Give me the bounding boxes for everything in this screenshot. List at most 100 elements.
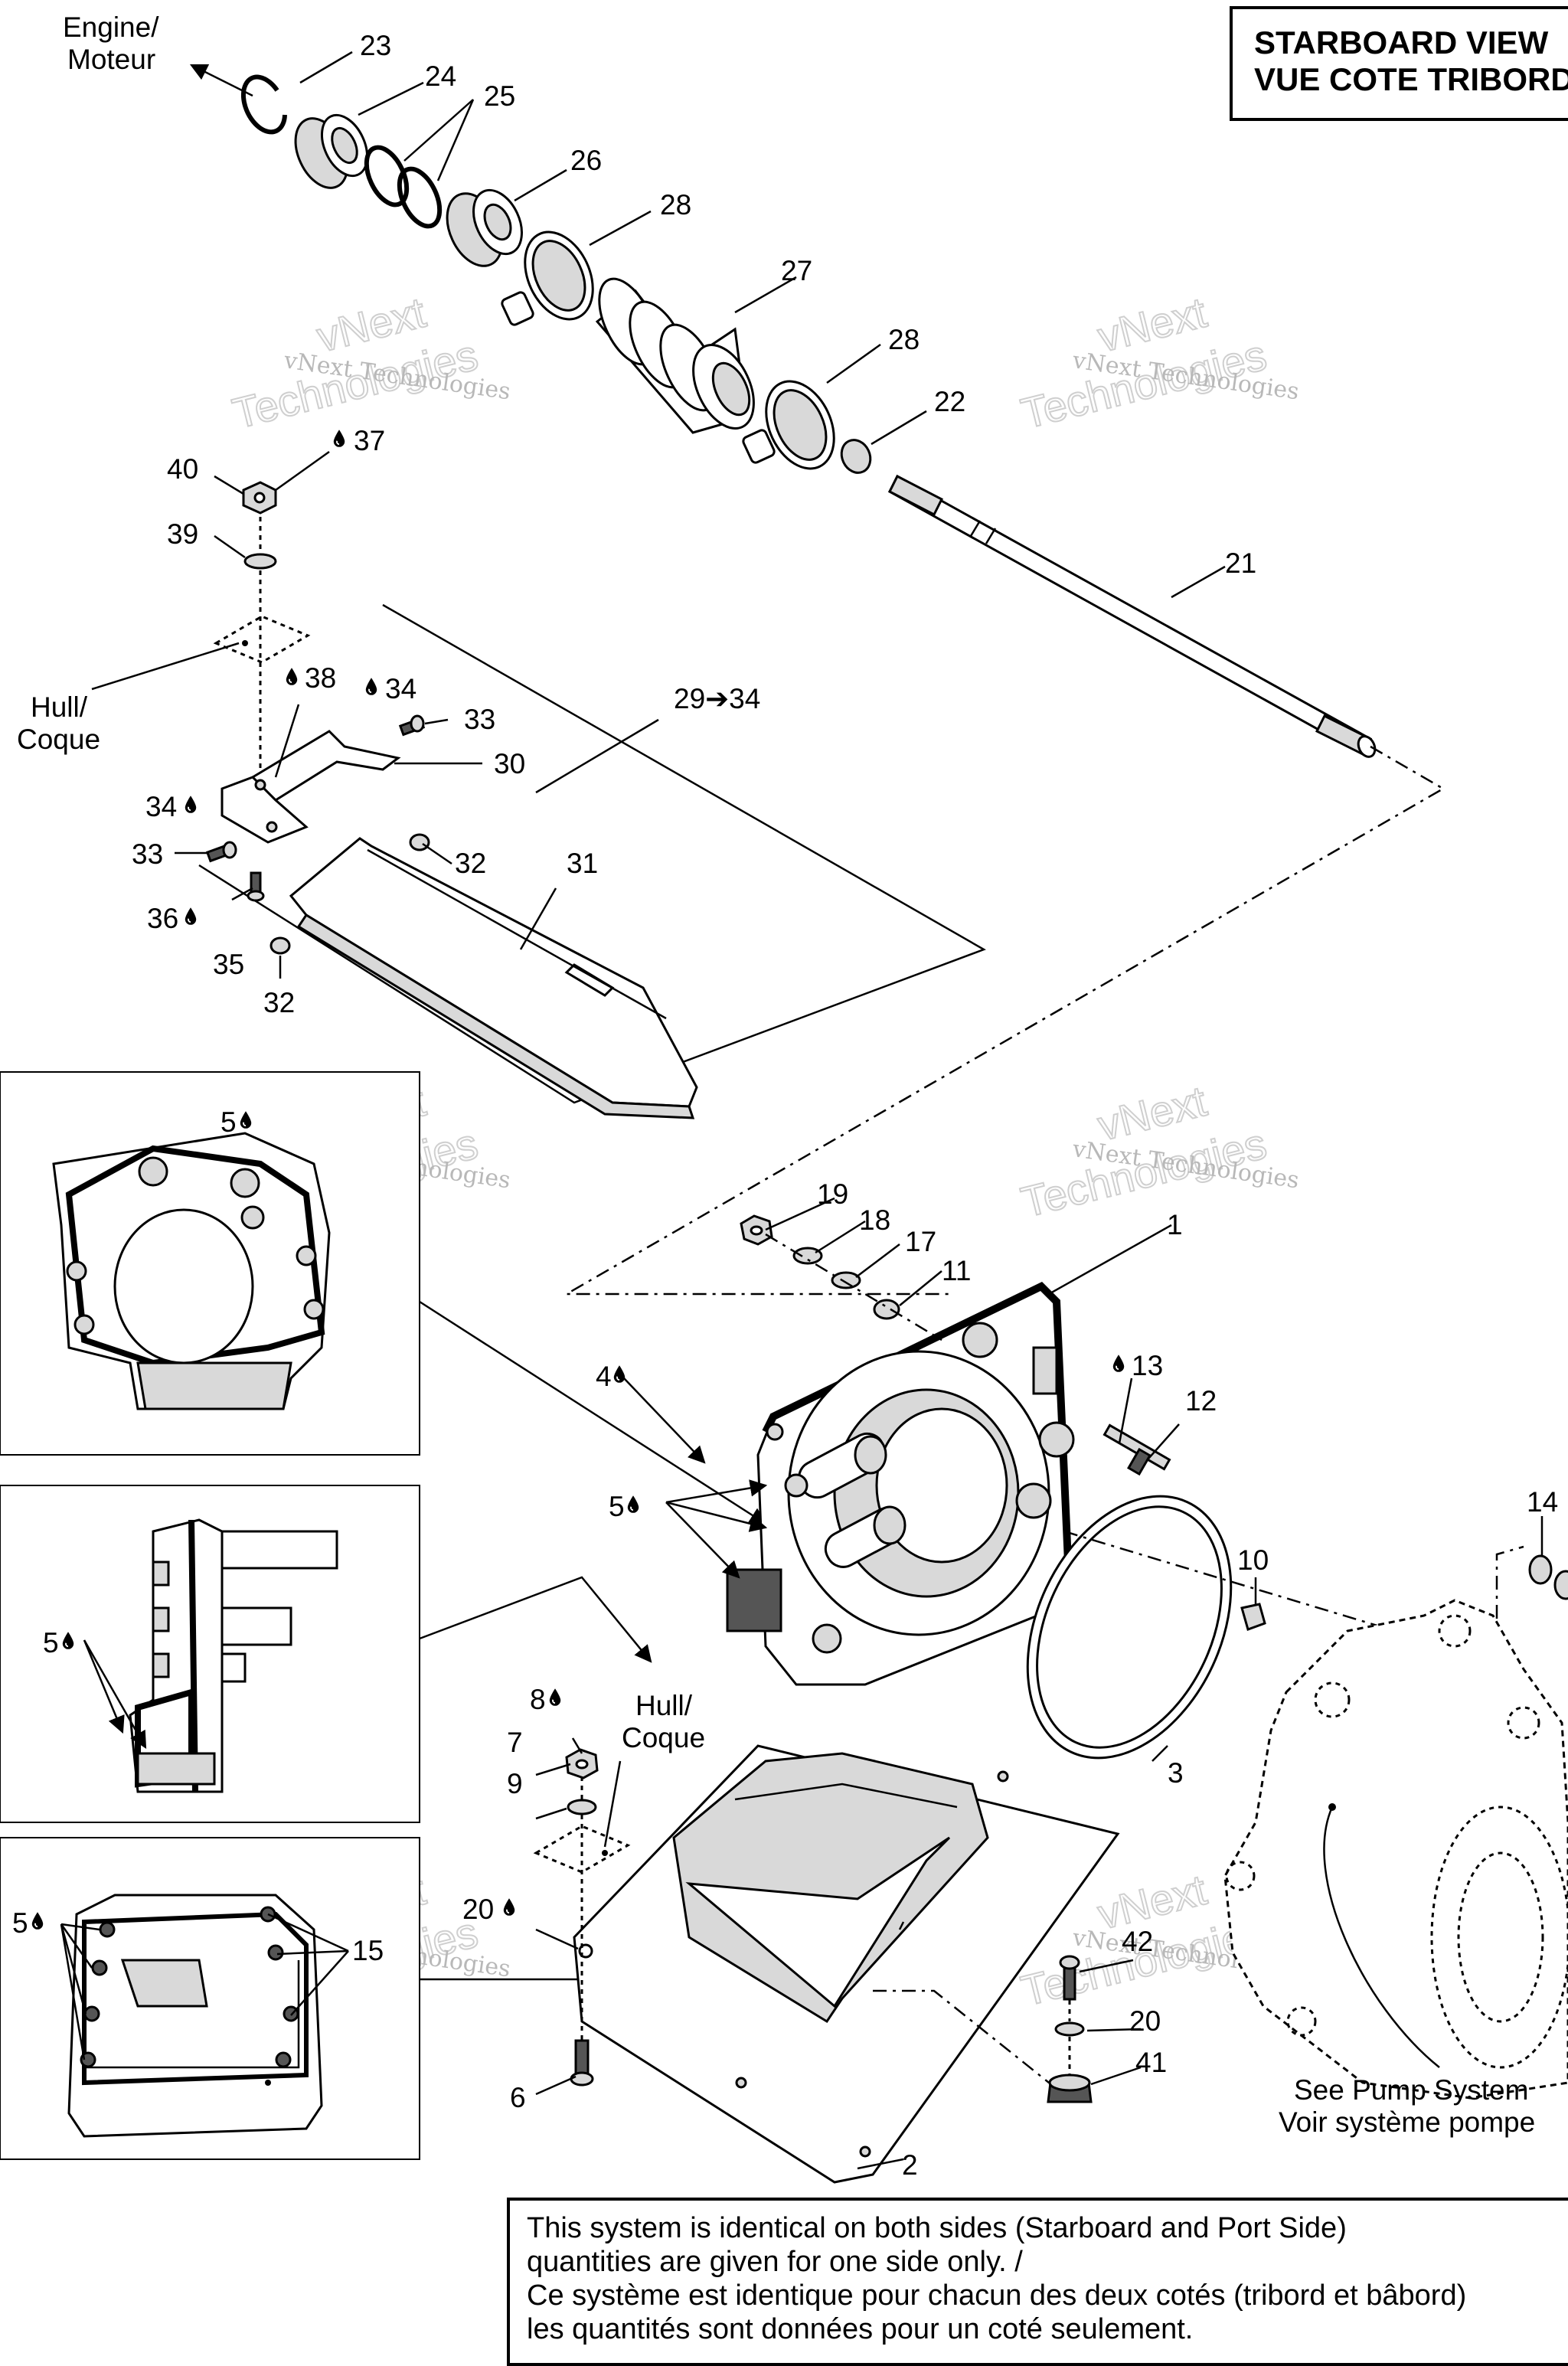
part-label: 38 xyxy=(305,662,336,694)
lubricant-drop-icon xyxy=(548,1688,562,1707)
part-25-o-ring xyxy=(364,145,410,208)
part-label: 34 xyxy=(385,673,416,704)
part-label: 2 xyxy=(902,2149,918,2181)
part-label: 26 xyxy=(570,145,602,176)
part-21-drive-shaft xyxy=(887,474,1377,758)
part-label: 33 xyxy=(464,704,495,735)
part-label: 4 xyxy=(596,1361,612,1392)
view-title-box: STARBOARD VIEW VUE COTE TRIBORD xyxy=(1230,6,1568,121)
part-42-screw xyxy=(1059,1955,1080,2001)
part-label: 18 xyxy=(859,1204,890,1236)
part-14-washer xyxy=(1553,1570,1568,1600)
hull-label: Hull/ xyxy=(31,691,88,723)
pump-callout-line xyxy=(1323,1806,1440,2068)
part-label: 41 xyxy=(1135,2047,1167,2078)
part-label: 1 xyxy=(1167,1209,1183,1240)
note-line: Ce système est identique pour chacun des… xyxy=(527,2279,1467,2312)
part-6-screw xyxy=(570,2039,594,2087)
lubricant-drop-icon xyxy=(184,907,198,926)
inset-front-view xyxy=(0,1071,420,1456)
part-label: 21 xyxy=(1225,547,1256,579)
hull-label: Hull/ xyxy=(635,1690,693,1721)
part-label: 42 xyxy=(1122,1926,1153,1957)
part-18-washer xyxy=(792,1247,823,1265)
lubricant-drop-icon xyxy=(332,429,346,448)
pump-reference-label: Voir système pompe xyxy=(1279,2106,1535,2138)
part-label: 22 xyxy=(934,386,965,417)
lubricant-drop-icon xyxy=(285,667,299,686)
part-label: 3 xyxy=(1168,1757,1184,1789)
part-32-nut xyxy=(270,936,291,955)
part-label: 30 xyxy=(494,748,525,779)
engine-label: Moteur xyxy=(67,44,155,75)
view-title-en: STARBOARD VIEW xyxy=(1254,25,1549,60)
note-box: This system is identical on both sides (… xyxy=(507,2198,1568,2366)
part-33-screw xyxy=(398,714,426,737)
part-27-bellows-boot xyxy=(595,277,755,434)
lubricant-drop-icon xyxy=(1112,1354,1125,1373)
part-label: 20 xyxy=(462,1894,494,1925)
part-label: 36 xyxy=(147,903,178,934)
part-19-nut xyxy=(740,1214,773,1246)
part-39-washer xyxy=(243,553,277,570)
part-label: 10 xyxy=(1237,1544,1269,1576)
part-28-hose-clamp xyxy=(742,380,835,470)
lubricant-drop-icon xyxy=(502,1897,516,1917)
part-9-washer xyxy=(567,1799,597,1815)
part-label: 24 xyxy=(425,60,456,92)
part-labels: 23 24 25 26 28 27 28 22 21 40 39 37 38 3… xyxy=(12,30,1558,2181)
part-label: 28 xyxy=(660,189,691,221)
support-assembly-group xyxy=(198,481,986,1119)
part-23-circlip xyxy=(240,74,287,135)
part-label: 35 xyxy=(213,949,244,980)
part-33-screw xyxy=(205,841,237,863)
part-label: 5 xyxy=(220,1106,237,1138)
part-label: 32 xyxy=(455,848,486,879)
part-label: 34 xyxy=(145,791,177,822)
note-line: This system is identical on both sides (… xyxy=(527,2212,1347,2244)
part-41-bumper xyxy=(1047,2074,1093,2103)
part-31-ride-shoe xyxy=(289,837,698,1119)
part-1-housing xyxy=(726,1281,1075,1686)
part-label: 15 xyxy=(352,1935,384,1966)
part-label: 31 xyxy=(567,848,598,879)
part-10-clip xyxy=(1240,1603,1266,1631)
lubricant-drop-icon xyxy=(626,1495,640,1514)
part-14-washer xyxy=(1528,1554,1553,1585)
part-label: 17 xyxy=(905,1226,936,1257)
inset-side-view xyxy=(0,1485,420,1823)
part-label: 20 xyxy=(1129,2005,1161,2037)
part-label: 28 xyxy=(888,324,920,355)
callout-labels: Engine/ Moteur Hull/ Coque Hull/ Coque S… xyxy=(17,11,1535,2138)
part-3-o-ring xyxy=(1026,1495,1233,1760)
part-26-bearing xyxy=(446,188,523,267)
part-17-washer xyxy=(831,1271,861,1289)
hull-label: Coque xyxy=(622,1722,705,1753)
part-35-screw xyxy=(247,871,265,902)
part-label: 23 xyxy=(360,30,391,61)
lubricant-drop-icon xyxy=(364,677,378,696)
part-label: 37 xyxy=(354,425,385,456)
part-label: 29➔34 xyxy=(674,683,760,714)
part-label: 5 xyxy=(43,1627,59,1658)
part-24-seal-carrier xyxy=(294,113,369,189)
part-label: 5 xyxy=(12,1907,28,1939)
part-28-hose-clamp xyxy=(501,230,594,326)
bumper-centerline xyxy=(873,1989,1050,2083)
part-label: 12 xyxy=(1185,1385,1217,1417)
inset-pointer-line xyxy=(419,1300,767,1525)
part-7-nut xyxy=(565,1748,599,1779)
part-20-washer xyxy=(1054,2021,1085,2037)
lubricant-drop-icon xyxy=(612,1364,626,1384)
hull-label: Coque xyxy=(17,724,100,755)
leader-lines xyxy=(60,51,1544,2170)
part-label: 9 xyxy=(507,1768,523,1799)
pump-reference-label: See Pump System xyxy=(1294,2074,1528,2106)
part-label: 5 xyxy=(609,1491,625,1522)
part-label: 39 xyxy=(167,518,198,550)
part-label: 33 xyxy=(132,838,163,870)
driveline-group xyxy=(189,64,1446,1296)
part-label: 25 xyxy=(484,80,515,112)
part-label: 14 xyxy=(1527,1486,1558,1518)
